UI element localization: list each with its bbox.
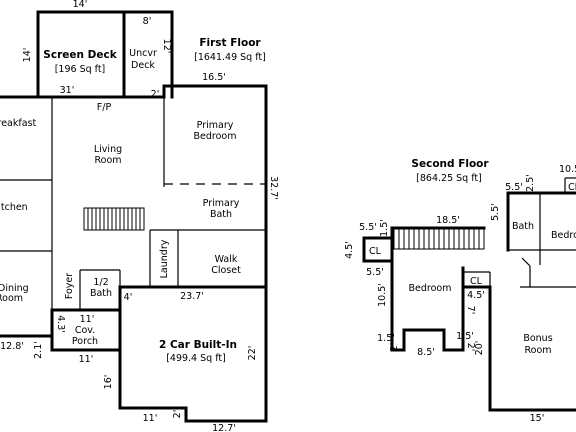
room-label-fp: F/P: [97, 102, 112, 113]
room-label-cl: CL: [369, 246, 382, 257]
porch-walls: [50, 308, 122, 352]
room-label-screen-deck: Screen Deck: [43, 49, 117, 61]
dimension-label: 7': [465, 306, 476, 315]
dimension-label: 31': [60, 85, 75, 96]
room-label-living: Living: [94, 144, 122, 155]
room-label-primary-bath: Primary: [203, 198, 240, 209]
dimension-label: 5.5': [490, 203, 501, 221]
dimension-label: 8.5': [417, 347, 435, 358]
room-label-bath: Bath: [512, 221, 534, 232]
screen-deck-walls: [36, 10, 126, 99]
room-label-laundry: Laundry: [159, 239, 170, 278]
dimension-label: 12.8': [0, 341, 24, 352]
garage-walls: [118, 285, 268, 423]
dimension-label: 4.5': [344, 241, 355, 259]
dimension-label: 18.5': [436, 215, 460, 226]
dimension-label: 15': [530, 413, 545, 424]
room-label-bonus: Bonus: [523, 333, 552, 344]
dimension-label: 5.5': [366, 267, 384, 278]
room-label-kitchen: Kitchen: [0, 202, 28, 213]
room-area-garage: [499.4 Sq ft]: [166, 353, 226, 364]
room-label-walk-closet: Closet: [211, 265, 241, 276]
room-label-foyer: Foyer: [64, 273, 75, 299]
room-label-walk-closet: Walk: [215, 254, 238, 265]
room-label-primary-bedroom: Bedroom: [194, 131, 237, 142]
dimension-label: 2': [389, 343, 400, 352]
room-label-half-bath: 1/2: [93, 277, 108, 288]
room-label-dining: Room: [0, 293, 23, 304]
dimension-label: 22': [247, 346, 258, 361]
second-floor-area: [864.25 Sq ft]: [416, 173, 482, 184]
room-label-dining: Dining: [0, 283, 29, 294]
uncvr-deck-walls: [122, 10, 174, 99]
dimension-label: 14': [22, 48, 33, 63]
dimension-label: 12': [161, 39, 172, 54]
room-label-uncvr-deck: Deck: [131, 60, 155, 71]
dimension-label: 23.7': [180, 291, 204, 302]
dimension-label: 5.5': [505, 182, 523, 193]
primary-wing-walls: [162, 84, 268, 289]
stairs-second-floor: [393, 228, 485, 250]
dimension-label: 11': [80, 314, 95, 325]
room-area-screen-deck: [196 Sq ft]: [55, 64, 106, 75]
room-label-uncvr-deck: Uncvr: [129, 48, 157, 59]
dimension-label: 11': [79, 354, 94, 365]
dimension-label: 2.5': [525, 174, 536, 192]
dimension-label: 2.1': [33, 341, 44, 359]
room-label-living: Room: [94, 155, 121, 166]
room-label-primary-bath: Bath: [210, 209, 232, 220]
room-label-bedroom: Bedroom: [409, 283, 452, 294]
dimension-label: 16': [103, 375, 114, 390]
room-label-half-bath: Bath: [90, 288, 112, 299]
dimension-label: 5.5': [359, 222, 377, 233]
dimension-label: 14': [73, 0, 88, 10]
dimension-label: 16.5': [202, 72, 226, 83]
bedroom-walls: [390, 226, 465, 352]
dimension-label: 8': [143, 16, 152, 27]
room-label-cov-porch: Porch: [72, 336, 98, 347]
second-floor-title: Second Floor: [411, 158, 489, 170]
dimension-label: 4.5': [467, 290, 485, 301]
dimension-label: 4.3': [55, 315, 66, 333]
room-label-garage: 2 Car Built-In: [159, 339, 237, 351]
dimension-label: 20': [474, 341, 485, 356]
room-label-breakfast: Breakfast: [0, 118, 36, 129]
room-label-cov-porch: Cov.: [75, 325, 95, 336]
cl-left-walls: [362, 236, 394, 263]
dimension-label: 2': [465, 343, 476, 352]
dimension-label: 11': [143, 413, 158, 424]
room-label-primary-bedroom: Primary: [197, 120, 234, 131]
dimension-label: 32.7': [268, 176, 279, 200]
dimension-label: 1.5': [379, 219, 390, 237]
stairs-first-floor: [83, 207, 145, 231]
room-label-cl: CL: [470, 276, 483, 287]
dimension-label: 10.5': [377, 283, 388, 307]
dimension-label: 10.5': [559, 164, 576, 175]
room-label-bonus: Room: [524, 345, 551, 356]
interior-wall: [521, 257, 531, 267]
first-floor-area: [1641.49 Sq ft]: [194, 52, 266, 63]
dimension-label: 1.5': [377, 333, 395, 344]
first-floor-title: First Floor: [199, 37, 261, 49]
dimension-label: 2': [172, 410, 183, 419]
dimension-label: 12.7': [212, 423, 236, 432]
dimension-label: 1.5': [456, 331, 474, 342]
dimension-label: 4': [124, 292, 133, 303]
room-label-cl: CL: [568, 182, 576, 193]
second-floor: Second Floor [864.25 Sq ft] CL CL CL Bed…: [344, 158, 576, 424]
first-floor: First Floor [1641.49 Sq ft] Screen Deck …: [0, 0, 279, 432]
dimension-label: 2': [151, 89, 160, 100]
room-label-bedroom-right: Bedroom: [551, 230, 576, 241]
